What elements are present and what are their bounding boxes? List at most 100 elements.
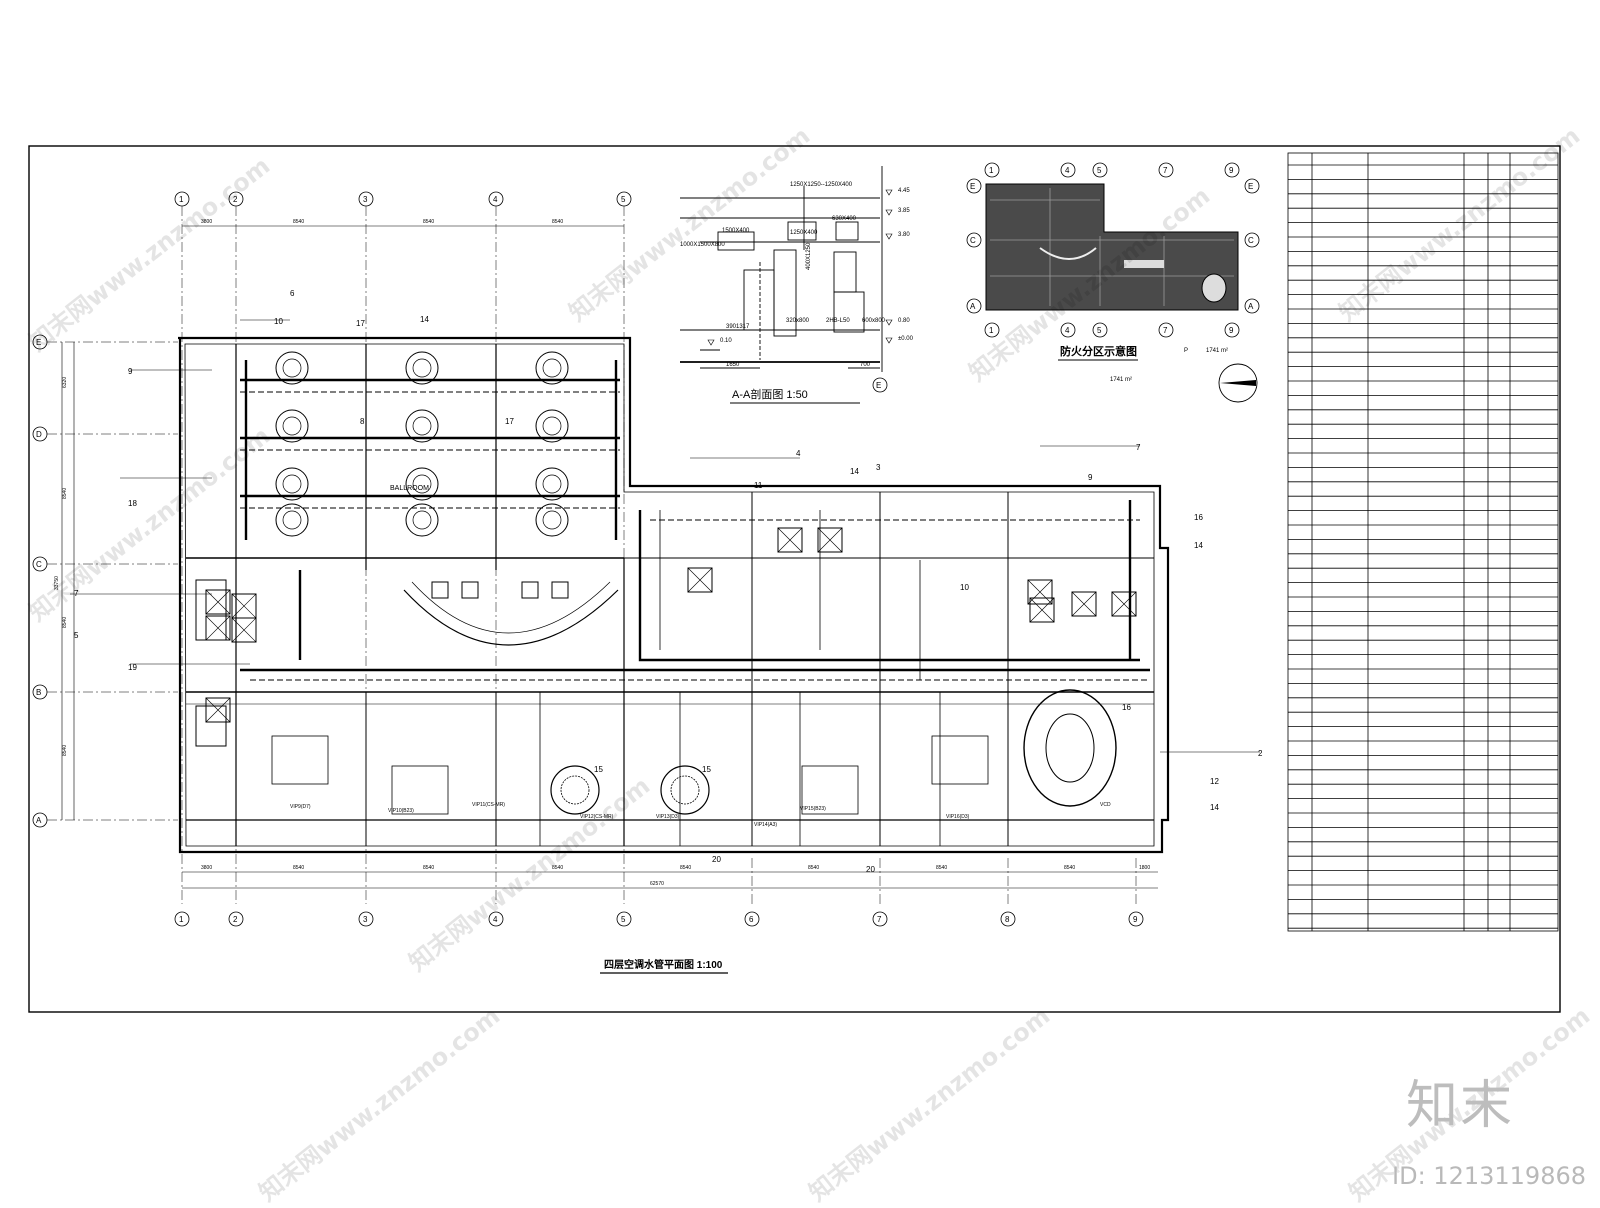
- grid-row-label: E: [970, 182, 975, 191]
- equipment-icon: [521, 581, 539, 599]
- section-dimension: 630X400: [832, 216, 857, 222]
- grid-bubble: [1244, 178, 1260, 194]
- level-marker-icon: [885, 233, 893, 240]
- table-icon: [275, 467, 309, 501]
- grid-column-label: 8: [1005, 915, 1010, 924]
- level-text: ±0.00: [898, 336, 914, 342]
- pipe-tag: 5: [74, 631, 79, 640]
- table-icon: [542, 358, 562, 378]
- pipe-tag: 7: [1136, 443, 1141, 452]
- grid-bubble: [1244, 232, 1260, 248]
- table-icon: [275, 503, 309, 537]
- grid-bubble: [1224, 162, 1240, 178]
- pipe-tag: 6: [290, 289, 295, 298]
- grid-bubble: [488, 191, 504, 207]
- grid-bubble: [616, 191, 632, 207]
- level-marker-icon: [885, 337, 893, 344]
- dimension-text: 3800: [201, 219, 212, 225]
- ahu-icon: [1111, 591, 1137, 617]
- grid-column-label: 2: [233, 195, 238, 204]
- dimension-text: 8540: [808, 865, 819, 871]
- table-icon: [542, 474, 562, 494]
- pipe-tag: 10: [274, 317, 283, 326]
- room-label: VIP9(D7): [290, 804, 311, 810]
- pipe-tag: 14: [850, 467, 859, 476]
- ahu-icon: [205, 615, 231, 641]
- pipe-tag: 20: [866, 865, 875, 874]
- fire-zone-title: 防火分区示意图: [1060, 344, 1137, 358]
- room-label: VCD: [1100, 802, 1111, 808]
- grid-bubble: [1128, 911, 1144, 927]
- grid-bubble: [32, 812, 48, 828]
- ahu-icon: [1027, 579, 1053, 605]
- dimension-total: 33750: [54, 576, 60, 590]
- dimension-text: 8540: [293, 865, 304, 871]
- round-table-icon: [660, 765, 710, 815]
- hvac-units: [205, 527, 1137, 723]
- section-dimension: 1000X1500X800: [680, 242, 725, 248]
- pipe-tag: 17: [505, 417, 514, 426]
- title-block-table: [1287, 152, 1559, 932]
- room-table-icon: [801, 765, 859, 815]
- sheet-border: [28, 145, 1561, 1013]
- pipe-tag: 16: [1194, 513, 1203, 522]
- grid-column-label: 7: [1163, 326, 1168, 335]
- room-label: VIP13(D3): [656, 814, 680, 820]
- ahu-icon: [687, 567, 713, 593]
- pipe-tag: 14: [1194, 541, 1203, 550]
- section-dimension: 3901317: [726, 324, 750, 330]
- level-marker-icon: [885, 209, 893, 216]
- dimension-text: 8540: [293, 219, 304, 225]
- grid-column-label: 9: [1229, 166, 1234, 175]
- pipe-tag: 2: [1258, 749, 1263, 758]
- grid-row-label: C: [36, 560, 42, 569]
- room-label: VIP14(A3): [754, 822, 777, 828]
- grid-column-label: 1: [989, 326, 994, 335]
- grid-column-label: 5: [621, 195, 626, 204]
- table-icon: [405, 467, 439, 501]
- grid-bubble: [966, 178, 982, 194]
- grid-row-label: C: [970, 236, 976, 245]
- table-icon: [282, 474, 302, 494]
- dimension-text: 8540: [62, 745, 68, 756]
- grid-column-label: 7: [1163, 166, 1168, 175]
- level-marker-icon: [885, 319, 893, 326]
- section-grid-bubble: [872, 377, 888, 393]
- pipe-tag: 9: [1088, 473, 1093, 482]
- grid-row-label: E: [1248, 182, 1253, 191]
- grid-column-label: 5: [1097, 326, 1102, 335]
- room-labels: VIP9(D7)VIP10(B23)VIP11(CS-MR)VIP12(CS-M…: [290, 802, 1111, 828]
- table-icon: [412, 510, 432, 530]
- table-icon: [412, 416, 432, 436]
- grid-bubble: [966, 232, 982, 248]
- grid-bubble: [1158, 322, 1174, 338]
- grid-bubble: [744, 911, 760, 927]
- fire-zone-key-plan: [985, 183, 1239, 311]
- fire-zone-area: 1741 m²: [1206, 348, 1228, 354]
- dimension-text: 8540: [62, 488, 68, 499]
- pipe-tag: 3: [876, 463, 881, 472]
- dimension-total: 62570: [650, 881, 664, 887]
- north-arrow-icon: [1218, 363, 1258, 403]
- section-dimension: 1650: [726, 362, 740, 368]
- ahu-icon: [817, 527, 843, 553]
- grid-bubble: [616, 911, 632, 927]
- ahu-icon: [817, 527, 843, 553]
- grid-bubble: [872, 911, 888, 927]
- dimension-text: 3800: [201, 865, 212, 871]
- grid-bubble: [32, 426, 48, 442]
- vip-tables: [271, 735, 989, 815]
- grid-bubble: [1060, 322, 1076, 338]
- round-table-icon: [670, 775, 700, 805]
- ahu-icon: [205, 697, 231, 723]
- pipe-tag: 11: [754, 481, 763, 490]
- table-icon: [282, 358, 302, 378]
- section-dimension: 400X1250: [806, 242, 812, 270]
- pipe-tag: 15: [594, 765, 603, 774]
- grid-column-label: 5: [621, 915, 626, 924]
